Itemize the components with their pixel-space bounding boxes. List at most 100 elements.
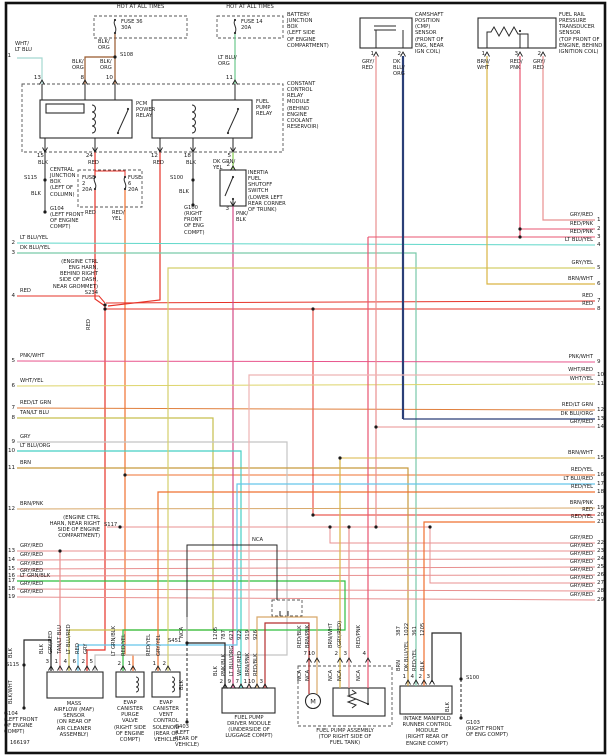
wire-pnkwht xyxy=(16,360,596,363)
label-cmp-w1: GRY/ RED xyxy=(362,59,375,72)
bottom-imrc-pins-1-pin: 1 xyxy=(402,674,406,680)
pin-connector xyxy=(82,79,88,85)
left-row-18-number: 18 xyxy=(8,586,16,592)
symbol-dot xyxy=(93,187,97,191)
splice-dot xyxy=(428,525,432,529)
component-box xyxy=(477,17,557,49)
vlabel-bottom-vent-pins-1-w: GRY/YEL xyxy=(156,634,162,656)
component-box xyxy=(359,17,413,49)
bottom-fpdm-pins-1-pin: 1 xyxy=(243,679,247,685)
pin-connector xyxy=(246,683,252,689)
label-bottom-fpa-title: FUEL PUMP ASSEMBLY (TOP RIGHT SIDE OF FU… xyxy=(316,728,374,747)
right-row-10-label: WHT/RED xyxy=(568,367,593,373)
symbol-dot xyxy=(113,18,117,22)
vlabel-bottom-maf-pins-5-w: GRY xyxy=(83,643,89,654)
vlabel-bottom-blk_rot1: BLK xyxy=(8,648,14,658)
label-cmp-title: CAMSHAFT POSITION (CMP) SENSOR (FRONT OF… xyxy=(415,12,444,55)
wire-red xyxy=(86,305,106,671)
label-frp-title: FUEL RAIL PRESSURE TRANSDUCER SENSOR (TO… xyxy=(559,12,603,55)
schematic-symbol xyxy=(191,104,196,134)
right-row-19-label: BRN/PNK xyxy=(569,500,593,506)
label-top-p18: 18 xyxy=(183,153,191,159)
wire-redyel xyxy=(423,521,595,686)
splice-dot xyxy=(311,513,315,517)
splice-dot xyxy=(191,203,195,207)
right-row-12-label: RED/LT GRN xyxy=(561,402,593,408)
label-bottom-g104: G104 (LEFT FRONT OF ENGINE COMPT) xyxy=(4,711,38,736)
vlabel-bottom-imrc-pins-1-c: 1022 xyxy=(404,622,410,636)
right-row-26-label: GRY/RED xyxy=(569,567,593,573)
pin-connector xyxy=(222,683,228,689)
pin-connector xyxy=(238,683,244,689)
left-row-14-number: 14 xyxy=(8,557,16,563)
symbol-dot xyxy=(123,187,127,191)
right-row-3-number: 3 xyxy=(597,234,601,240)
splice-dot xyxy=(43,178,47,182)
pin-connector xyxy=(84,665,90,671)
right-row-10-number: 10 xyxy=(597,372,605,378)
right-row-17-label: LT BLU/RED xyxy=(563,476,593,482)
wire-whtred xyxy=(248,374,595,688)
splice-dot xyxy=(185,641,189,645)
vlabel-bottom-blkwht_rot: BLK/WHT xyxy=(8,680,14,704)
wire-brnwht xyxy=(486,56,595,285)
bottom-fpdm-pins-7-pin: 7 xyxy=(235,679,239,685)
left-row-10-number: 10 xyxy=(8,448,16,454)
schematic-symbol xyxy=(135,676,139,693)
label-top-blk15: BLK xyxy=(38,160,48,166)
bottom-fpa-pins-3-pin: 3 xyxy=(343,651,347,657)
vlabel-bottom-maf-pins-3-w: LT BLU/RED xyxy=(66,624,72,654)
splice-dot xyxy=(22,706,26,710)
label-top-blk_g104: BLK xyxy=(31,191,41,197)
label-cmp-w2: DK BLU/ ORG xyxy=(393,59,405,78)
wire-red xyxy=(94,189,106,307)
left-row-2-label: LT BLU/YEL xyxy=(20,235,49,241)
wire-redyel xyxy=(124,189,134,671)
right-row-25-number: 25 xyxy=(597,564,605,570)
left-row-12-label: BRN/PNK xyxy=(20,501,44,507)
label-top-redyel_f6: RED/ YEL xyxy=(112,210,125,223)
vlabel-bottom-fpdm-pins-0-w: BLK xyxy=(213,666,219,676)
vlabel-bottom-blk_rot3: BLK xyxy=(445,702,451,712)
right-row-16-number: 16 xyxy=(597,472,605,478)
label-bottom-vent-title: EVAP CANISTER VENT CONTROL SOLENOID (REA… xyxy=(152,700,180,743)
right-row-5-number: 5 xyxy=(597,265,601,271)
border-frame xyxy=(4,1,607,755)
pin-connector xyxy=(254,683,260,689)
left-row-4-label: RED xyxy=(20,288,31,294)
left-row-9-number: 9 xyxy=(11,439,15,445)
label-top-ltbluorg: LT BLU/ ORG xyxy=(218,55,237,68)
right-row-11-label: WHT/YEL xyxy=(569,376,593,382)
right-row-4-label: LT BLU/YEL xyxy=(564,237,593,243)
label-top-p3_sw: 3 xyxy=(225,206,229,212)
schematic-symbol xyxy=(91,104,96,134)
label-frp-p2: 2 xyxy=(537,51,541,57)
right-row-9-label: PNK/WHT xyxy=(568,354,593,360)
splice-dot xyxy=(311,307,315,311)
wire-gryred xyxy=(429,527,595,584)
left-row-19-label: GRY/RED xyxy=(20,589,44,595)
label-frp-w1: BRN/ WHT xyxy=(477,59,490,72)
pin-connector xyxy=(165,665,171,671)
right-row-29-label: GRY/RED xyxy=(569,592,593,598)
pin-connector xyxy=(157,147,163,153)
right-row-18-number: 18 xyxy=(597,489,605,495)
right-row-26-number: 26 xyxy=(597,572,605,578)
pin-connector xyxy=(337,657,343,663)
right-row-29-number: 29 xyxy=(597,597,605,603)
wire-gry xyxy=(17,441,288,671)
right-row-21-number: 21 xyxy=(597,519,605,525)
left-row-5-label: PNK/WHT xyxy=(20,353,45,359)
wire-blk xyxy=(23,639,52,708)
label-top-s100a: S100 xyxy=(170,175,184,181)
right-row-24-label: GRY/RED xyxy=(569,551,593,557)
symbol-dot xyxy=(123,175,127,179)
label-top-fp_relay: FUEL PUMP RELAY xyxy=(256,99,273,118)
schematic-symbol xyxy=(123,176,127,190)
symbol-dot xyxy=(226,131,230,135)
left-row-19-number: 19 xyxy=(8,594,16,600)
right-row-12-number: 12 xyxy=(597,407,605,413)
right-row-27-number: 27 xyxy=(597,580,605,586)
pin-connector xyxy=(130,665,136,671)
left-row-16-label: GRY/RED xyxy=(20,568,44,574)
